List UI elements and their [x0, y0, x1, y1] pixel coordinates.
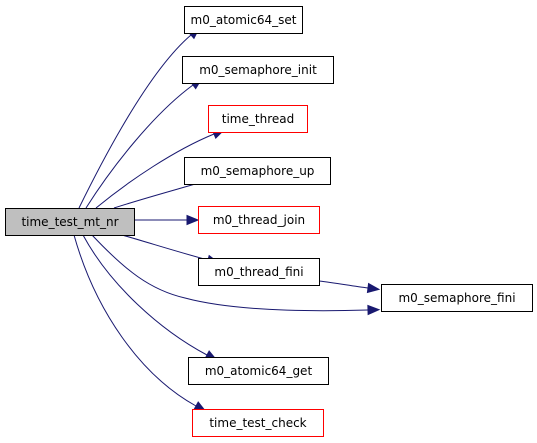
node-m0_thread_join[interactable]: m0_thread_join	[198, 206, 320, 234]
edge-time_test_mt_nr-to-m0_semaphore_fini	[91, 234, 369, 312]
node-label: time_test_check	[209, 416, 306, 430]
node-box[interactable]	[188, 357, 329, 385]
node-time_thread[interactable]: time_thread	[208, 105, 308, 133]
node-box[interactable]	[5, 208, 135, 236]
node-label: m0_atomic64_get	[205, 364, 313, 378]
node-label: m0_semaphore_up	[201, 164, 315, 178]
node-time_test_mt_nr[interactable]: time_test_mt_nr	[5, 208, 135, 236]
arrowhead-m0_semaphore_fini	[366, 282, 381, 294]
node-time_test_check[interactable]: time_test_check	[192, 409, 324, 437]
node-m0_thread_fini[interactable]: m0_thread_fini	[198, 258, 320, 286]
node-label: time_thread	[222, 112, 294, 126]
arrowhead-m0_semaphore_fini	[367, 304, 381, 316]
node-m0_semaphore_up[interactable]: m0_semaphore_up	[184, 157, 331, 185]
edge-time_test_mt_nr-to-m0_thread_fini	[121, 234, 209, 261]
node-box[interactable]	[182, 56, 334, 84]
node-box[interactable]	[184, 157, 331, 185]
node-label: m0_semaphore_fini	[398, 291, 515, 305]
edge-time_test_mt_nr-to-time_thread	[95, 133, 215, 209]
node-m0_semaphore_fini[interactable]: m0_semaphore_fini	[381, 284, 533, 312]
node-m0_semaphore_init[interactable]: m0_semaphore_init	[182, 56, 334, 84]
node-label: m0_thread_fini	[214, 265, 303, 279]
node-box[interactable]	[198, 206, 320, 234]
node-label: m0_atomic64_set	[191, 13, 297, 27]
node-box[interactable]	[192, 409, 324, 437]
edge-time_test_mt_nr-to-m0_semaphore_init	[85, 84, 194, 209]
node-m0_atomic64_get[interactable]: m0_atomic64_get	[188, 357, 329, 385]
edge-time_test_mt_nr-to-m0_atomic64_get	[82, 234, 208, 356]
node-label: time_test_mt_nr	[21, 215, 118, 229]
node-box[interactable]	[198, 258, 320, 286]
edge-time_test_mt_nr-to-m0_atomic64_set	[78, 34, 192, 209]
edge-m0_thread_fini-to-m0_semaphore_fini	[318, 280, 369, 289]
node-label: m0_semaphore_init	[199, 63, 317, 77]
node-label: m0_thread_join	[213, 213, 305, 227]
node-m0_atomic64_set[interactable]: m0_atomic64_set	[184, 6, 303, 34]
edge-time_test_mt_nr-to-time_test_check	[73, 234, 197, 407]
node-box[interactable]	[208, 105, 308, 133]
node-box[interactable]	[184, 6, 303, 34]
arrowhead-m0_thread_join	[186, 214, 200, 226]
node-box[interactable]	[381, 284, 533, 312]
